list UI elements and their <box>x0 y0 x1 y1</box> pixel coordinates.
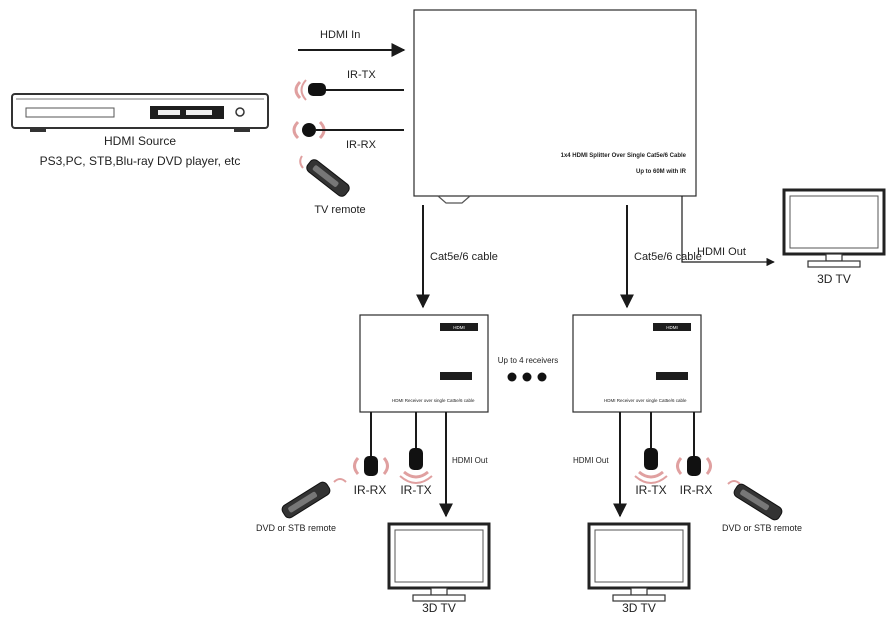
right-ir-tx-label: IR-TX <box>635 483 666 497</box>
dvd-player-icon <box>11 93 269 132</box>
tv-monitor-icon <box>387 522 491 602</box>
left-ir-rx-label: IR-RX <box>354 483 387 497</box>
cable-left-label: Cat5e/6 cable <box>430 251 498 263</box>
ir-emitter-icon <box>294 79 326 101</box>
local-hdmi-out-label: HDMI Out <box>697 246 746 258</box>
tv-monitor-icon <box>782 188 886 268</box>
receiver-right-unit <box>572 314 702 413</box>
ir-receiver-icon <box>676 456 712 476</box>
cable-right-label: Cat5e/6 cable <box>634 251 702 263</box>
tv-remote-label: TV remote <box>314 204 365 216</box>
left-tv-label: 3D TV <box>422 601 456 615</box>
splitter-product-line1: 1x4 HDMI Splitter Over Single Cat5e/6 Ca… <box>561 153 687 159</box>
receiver-left-hdmi-logo <box>440 323 478 331</box>
receiver-right-port <box>656 372 688 380</box>
receiver-left-model: HDMI Receiver over single Cat5e/6 cable <box>392 398 475 403</box>
ir-tx-label: IR-TX <box>347 69 376 81</box>
ir-rx-label: IR-RX <box>346 139 377 151</box>
remote-control-icon <box>299 155 350 197</box>
right-ir-rx-label: IR-RX <box>680 483 713 497</box>
right-hdmi-out-label: HDMI Out <box>573 456 609 465</box>
receiver-left-logo-text: HDMI <box>453 325 465 330</box>
more-receivers-dots <box>507 372 547 382</box>
source-subtitle: PS3,PC, STB,Blu-ray DVD player, etc <box>40 154 241 168</box>
ir-emitter-icon <box>634 448 668 484</box>
left-hdmi-out-label: HDMI Out <box>452 456 488 465</box>
ir-receiver-icon <box>353 456 389 476</box>
receiver-left-unit <box>359 314 489 413</box>
tv-monitor-icon <box>587 522 691 602</box>
local-tv-label: 3D TV <box>817 272 851 286</box>
splitter-foot <box>437 195 471 204</box>
local-hdmi-out-line <box>681 196 775 267</box>
receiver-left-port <box>440 372 472 380</box>
receivers-note: Up to 4 receivers <box>498 356 558 365</box>
receiver-right-logo-text: HDMI <box>666 325 678 330</box>
right-tv-label: 3D TV <box>622 601 656 615</box>
splitter-product-line2: Up to 60M with IR <box>636 169 687 175</box>
left-remote-label: DVD or STB remote <box>256 523 336 533</box>
left-ir-tx-label: IR-TX <box>400 483 431 497</box>
right-remote-label: DVD or STB remote <box>722 523 802 533</box>
remote-control-icon <box>281 478 347 519</box>
receiver-right-model: HDMI Receiver over single Cat5e/6 cable <box>604 398 687 403</box>
source-title: HDMI Source <box>104 134 176 148</box>
receiver-right-hdmi-logo <box>653 323 691 331</box>
hdmi-in-label: HDMI In <box>320 29 360 41</box>
ir-emitter-icon <box>399 448 433 484</box>
splitter-unit <box>413 9 697 197</box>
remote-control-icon <box>727 480 783 521</box>
